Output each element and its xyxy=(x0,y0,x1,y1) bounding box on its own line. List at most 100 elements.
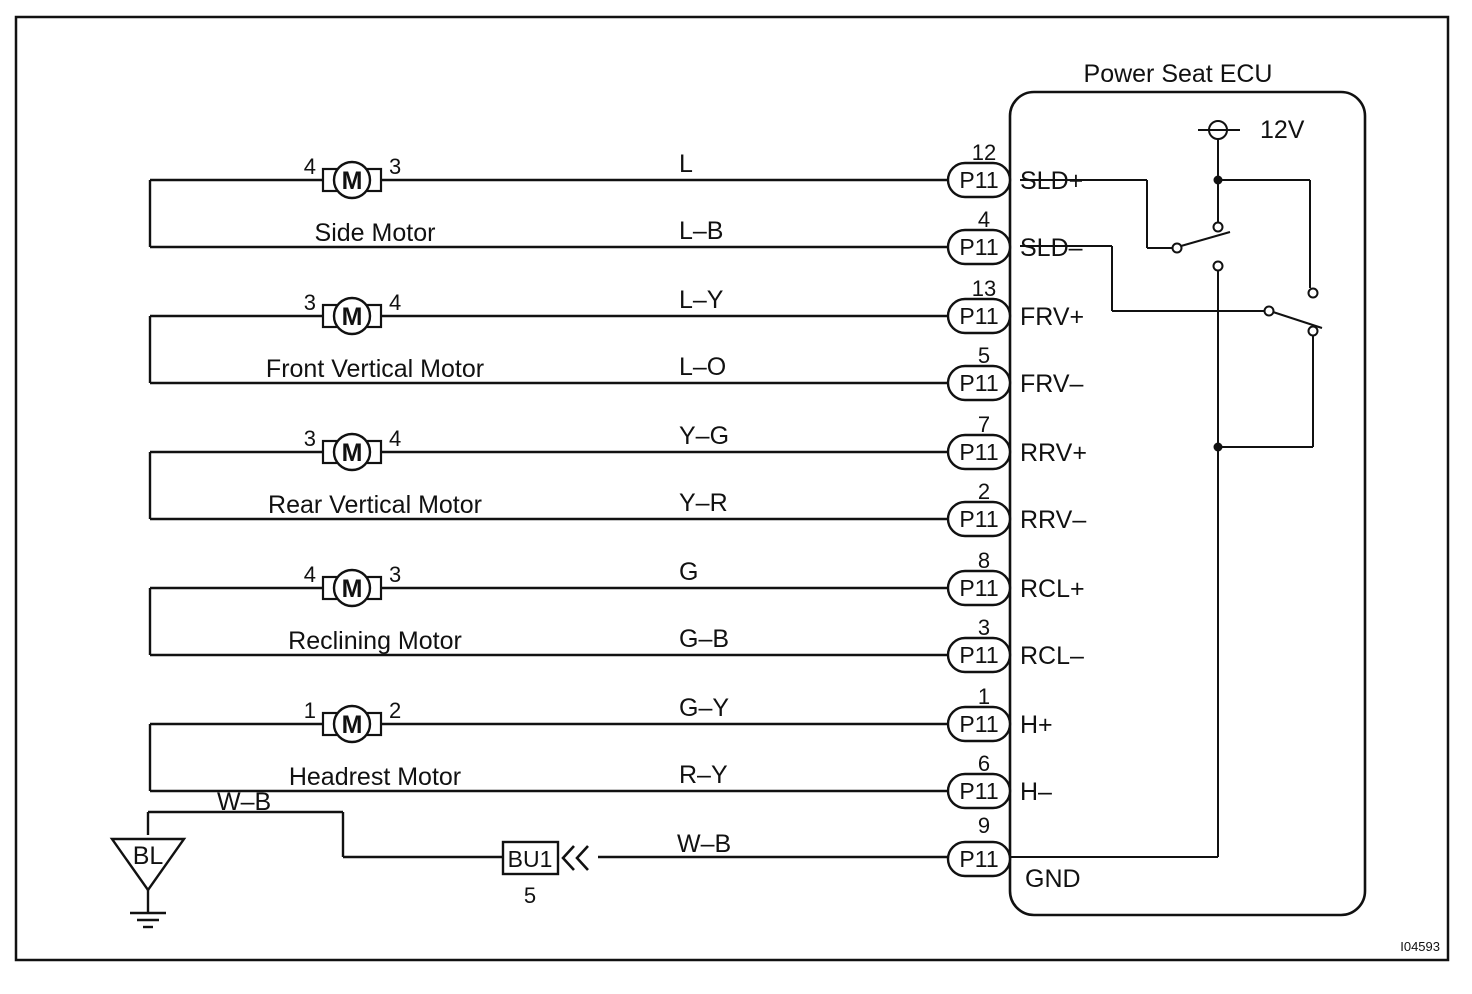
motor-name: Front Vertical Motor xyxy=(266,355,484,383)
ecu-signal-name: RRV+ xyxy=(1020,439,1087,467)
motor-right-pin: 3 xyxy=(389,154,401,179)
ecu-signal-name: SLD– xyxy=(1020,234,1083,262)
motor-symbol: M xyxy=(342,439,363,467)
ground-ecu-pin: 9 xyxy=(978,813,990,838)
ecu-connector-label: P11 xyxy=(959,439,998,465)
ecu-connector xyxy=(946,636,1012,674)
diagram-frame xyxy=(14,15,1450,962)
ecu-pin-number: 8 xyxy=(978,548,990,573)
junction-pin-label: 5 xyxy=(524,883,536,908)
ecu-title: Power Seat ECU xyxy=(1084,60,1273,88)
ecu-pin-number: 13 xyxy=(972,276,996,301)
ground-wire-left-label: W–B xyxy=(217,788,271,816)
ecu-connector-label: P11 xyxy=(959,575,998,601)
ecu-signal-name: H– xyxy=(1020,778,1052,806)
ecu-pin-number: 3 xyxy=(978,615,990,640)
ecu-signal-name: RRV– xyxy=(1020,506,1086,534)
motor-left-pin: 4 xyxy=(304,562,316,587)
ecu-connector xyxy=(946,500,1012,538)
motor-left-pin: 3 xyxy=(304,290,316,315)
ground-point-label: BL xyxy=(133,842,164,870)
wire-color-negative: R–Y xyxy=(679,761,728,789)
ecu-connector-label: P11 xyxy=(959,711,998,737)
ecu-connector-label: P11 xyxy=(959,234,998,260)
chevron-connector-icon xyxy=(561,845,589,871)
ecu-connector xyxy=(946,433,1012,471)
ecu-signal-name: FRV+ xyxy=(1020,303,1084,331)
ecu-connector xyxy=(946,569,1012,607)
motor-right-pin: 4 xyxy=(389,426,401,451)
ecu-connector-label: P11 xyxy=(959,370,998,396)
ecu-connector-label: P11 xyxy=(959,642,998,668)
ecu-box xyxy=(1008,90,1367,917)
motor-icon: M xyxy=(321,704,383,744)
ecu-signal-name: RCL+ xyxy=(1020,575,1085,603)
ecu-signal-name: RCL– xyxy=(1020,642,1084,670)
ecu-pin-number: 5 xyxy=(978,343,990,368)
ecu-pin-number: 2 xyxy=(978,479,990,504)
ecu-pin-number: 4 xyxy=(978,207,990,232)
junction-connector-label: BU1 xyxy=(508,846,553,872)
ground-circuit xyxy=(146,810,948,859)
motor-icon: M xyxy=(321,432,383,472)
ecu-connector xyxy=(946,705,1012,743)
ecu-connector-label: P11 xyxy=(959,167,998,193)
motor-icon: M xyxy=(321,160,383,200)
motor-name: Headrest Motor xyxy=(289,763,461,791)
ground-point-icon xyxy=(109,837,187,929)
ecu-connector xyxy=(946,297,1012,335)
ecu-connector xyxy=(946,364,1012,402)
ecu-connector xyxy=(946,228,1012,266)
ground-ecu-connector-label: P11 xyxy=(959,846,998,872)
motor-left-pin: 1 xyxy=(304,698,316,723)
ground-ecu-connector xyxy=(946,840,1012,878)
motor-name: Side Motor xyxy=(315,219,436,247)
ecu-connector-label: P11 xyxy=(959,506,998,532)
wire-color-negative: L–B xyxy=(679,217,723,245)
ecu-connector-label: P11 xyxy=(959,778,998,804)
wire-color-positive: Y–G xyxy=(679,422,729,450)
ecu-connector-label: P11 xyxy=(959,303,998,329)
motor-symbol: M xyxy=(342,167,363,195)
motor-icon: M xyxy=(321,296,383,336)
wire-color-positive: L–Y xyxy=(679,286,724,314)
supply-voltage-label: 12V xyxy=(1260,116,1305,144)
motor-symbol: M xyxy=(342,303,363,331)
ecu-signal-name: FRV– xyxy=(1020,370,1084,398)
ecu-pin-number: 12 xyxy=(972,140,996,165)
ecu-gnd-label: GND xyxy=(1025,865,1081,893)
ecu-pin-number: 7 xyxy=(978,412,990,437)
motor-name: Reclining Motor xyxy=(288,627,462,655)
motor-right-pin: 3 xyxy=(389,562,401,587)
motor-left-pin: 3 xyxy=(304,426,316,451)
wire-color-negative: G–B xyxy=(679,625,729,653)
motor-symbol: M xyxy=(342,575,363,603)
ecu-pin-number: 6 xyxy=(978,751,990,776)
ecu-connector xyxy=(946,772,1012,810)
wire-color-negative: L–O xyxy=(679,353,726,381)
wire-color-positive: L xyxy=(679,150,693,178)
ground-wire-right-label: W–B xyxy=(677,830,731,858)
motor-right-pin: 4 xyxy=(389,290,401,315)
ecu-signal-name: SLD+ xyxy=(1020,167,1083,195)
ecu-pin-number: 1 xyxy=(978,684,990,709)
motor-name: Rear Vertical Motor xyxy=(268,491,482,519)
wire-color-negative: Y–R xyxy=(679,489,728,517)
internal-switch-network xyxy=(1008,139,1323,858)
motor-left-pin: 4 xyxy=(304,154,316,179)
ecu-signal-name: H+ xyxy=(1020,711,1053,739)
motor-icon: M xyxy=(321,568,383,608)
motor-right-pin: 2 xyxy=(389,698,401,723)
motor-symbol: M xyxy=(342,711,363,739)
junction-connector-box xyxy=(501,840,560,876)
supply-12v-icon xyxy=(1198,120,1240,140)
wire-color-positive: G–Y xyxy=(679,694,729,722)
ecu-connector xyxy=(946,161,1012,199)
